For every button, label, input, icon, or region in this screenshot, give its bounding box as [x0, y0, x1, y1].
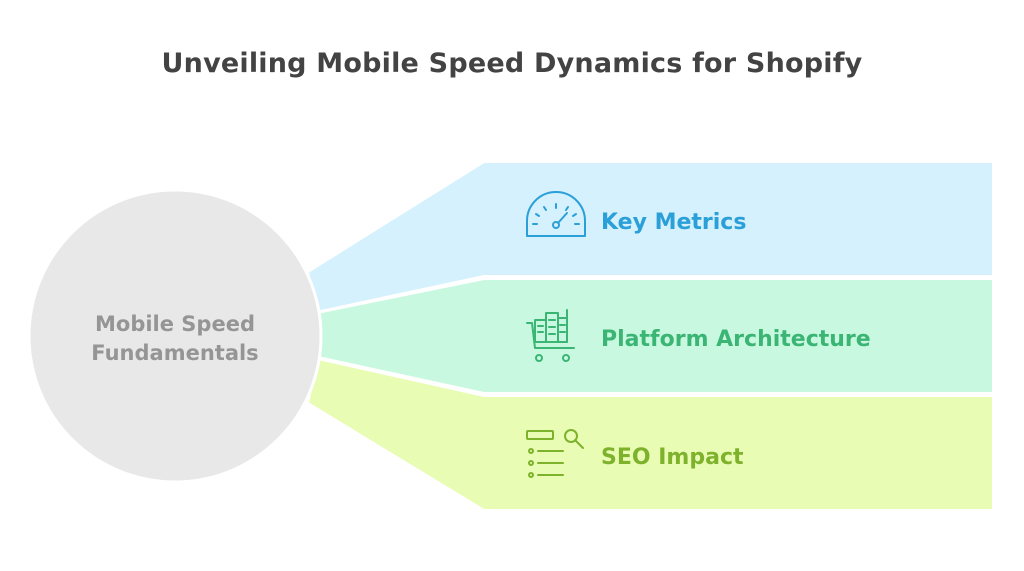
center-node-label-line2: Fundamentals [91, 341, 258, 365]
speedometer-icon [526, 191, 586, 237]
diagram-title: Unveiling Mobile Speed Dynamics for Shop… [161, 48, 863, 79]
center-node-label-line1: Mobile Speed [95, 312, 255, 336]
search-list-icon [526, 429, 584, 478]
branch-label-platform-architecture: Platform Architecture [601, 327, 871, 352]
branch-label-key-metrics: Key Metrics [601, 210, 746, 235]
branch-band-seo-impact [306, 357, 994, 511]
center-node [27, 188, 323, 484]
branch-label-seo-impact: SEO Impact [601, 445, 744, 470]
store-cart-icon [526, 309, 575, 362]
